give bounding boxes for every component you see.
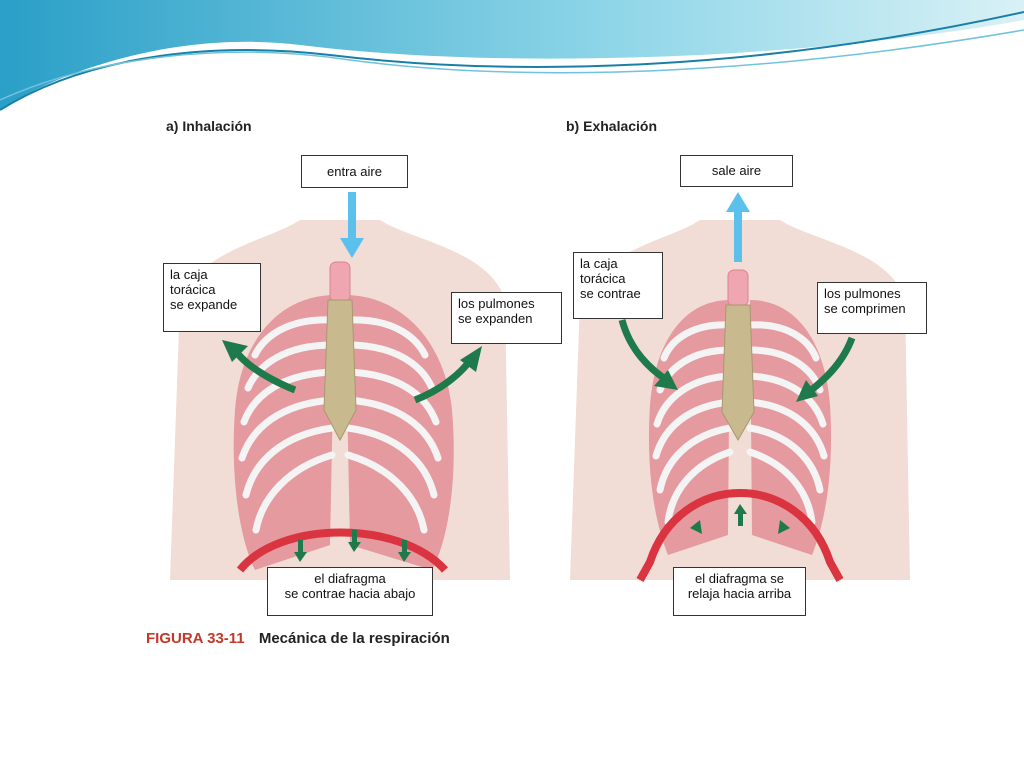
lungs-compress-line-1: los pulmones: [824, 286, 901, 301]
diaphragm-relaxes-label: el diafragma se relaja hacia arriba: [673, 567, 806, 616]
ribcage-expands-line-3: se expande: [170, 297, 238, 312]
diaphragm-relaxes-line-2: relaja hacia arriba: [687, 586, 792, 601]
exhalation-title: b) Exhalación: [566, 118, 658, 134]
diaphragm-contracts-line-2: se contrae hacia abajo: [284, 586, 416, 601]
ribcage-contracts-line-2: torácica: [580, 271, 626, 286]
ribcage-expands-label: la caja torácica se expande: [163, 263, 261, 332]
lungs-expand-line-1: los pulmones: [458, 296, 535, 311]
header-wave-decoration: [0, 0, 1024, 111]
diaphragm-contracts-label: el diafragma se contrae hacia abajo: [267, 567, 433, 616]
ribcage-contracts-label: la caja torácica se contrae: [573, 252, 663, 319]
ribcage-contracts-line-3: se contrae: [580, 286, 641, 301]
air-in-label: entra aire: [301, 155, 408, 188]
ribcage-expands-line-1: la caja: [170, 267, 208, 282]
inhalation-ribcage-illustration: [170, 192, 510, 580]
inhalation-title: a) Inhalación: [166, 118, 252, 134]
diaphragm-contracts-line-1: el diafragma: [314, 571, 386, 586]
ribcage-contracts-line-1: la caja: [580, 256, 618, 271]
ribcage-expands-line-2: torácica: [170, 282, 216, 297]
exhalation-ribcage-illustration: [570, 192, 910, 582]
figure-caption-text: Mecánica de la respiración: [258, 630, 450, 647]
figure-number: FIGURA 33-11: [146, 630, 245, 647]
figure-caption: FIGURA 33-11 Mecánica de la respiración: [146, 630, 450, 647]
lungs-expand-line-2: se expanden: [458, 311, 533, 326]
air-out-label: sale aire: [680, 155, 793, 187]
diaphragm-relaxes-line-1: el diafragma se: [695, 571, 784, 586]
lungs-expand-label: los pulmones se expanden: [451, 292, 562, 344]
lungs-compress-line-2: se comprimen: [824, 301, 906, 316]
lungs-compress-label: los pulmones se comprimen: [817, 282, 927, 334]
